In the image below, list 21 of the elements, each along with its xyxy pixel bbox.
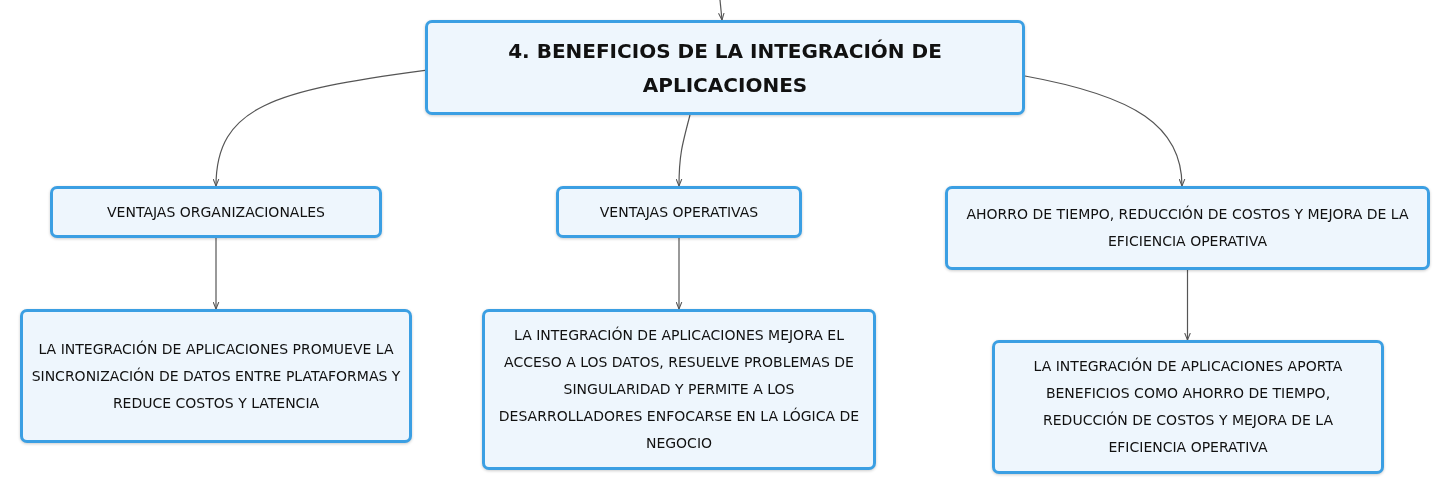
connector-arrow [675, 237, 683, 310]
connector-arrow [718, 0, 725, 21]
node-text: VENTAJAS ORGANIZACIONALES [107, 202, 325, 222]
subtopic-box [945, 186, 1430, 270]
node-text: LA INTEGRACIÓN DE APLICACIONES PROMUEVE LA SINCRONIZACIÓN DE DATOS ENTRE PLATAFORMAS Y REDUCE COSTOS Y LATENCIA [31, 339, 401, 413]
connector-arrow [213, 69, 426, 187]
connector-arrow [675, 114, 691, 187]
subtopic-box [556, 186, 802, 238]
subtopic-box [992, 340, 1384, 474]
subtopic-box [50, 186, 382, 238]
node-text: LA INTEGRACIÓN DE APLICACIONES APORTA BENEFICIOS COMO AHORRO DE TIEMPO, REDUCCIÓN DE COSTOS Y MEJORA DE LA EFICIENCIA OPERATIVA [1032, 356, 1344, 457]
subtopic-box [482, 309, 876, 470]
topic-title: 4. BENEFICIOS DE LA INTEGRACIÓN DE APLICACIONES [507, 37, 943, 99]
node-text: AHORRO DE TIEMPO, REDUCCIÓN DE COSTOS Y MEJORA DE LA EFICIENCIA OPERATIVA [965, 204, 1410, 251]
connector-arrow [212, 237, 220, 310]
subtopic-box [20, 309, 412, 443]
topic-box [425, 20, 1025, 115]
connector-arrow [1184, 269, 1191, 341]
connector-arrow [1024, 75, 1185, 187]
node-text: VENTAJAS OPERATIVAS [599, 202, 759, 222]
node-text: LA INTEGRACIÓN DE APLICACIONES MEJORA EL ACCESO A LOS DATOS, RESUELVE PROBLEMAS DE SINGULARIDAD Y PERMITE A LOS DESARROLLADORES ENFOCARSE EN LA LÓGICA DE NEGOCIO [497, 325, 861, 453]
